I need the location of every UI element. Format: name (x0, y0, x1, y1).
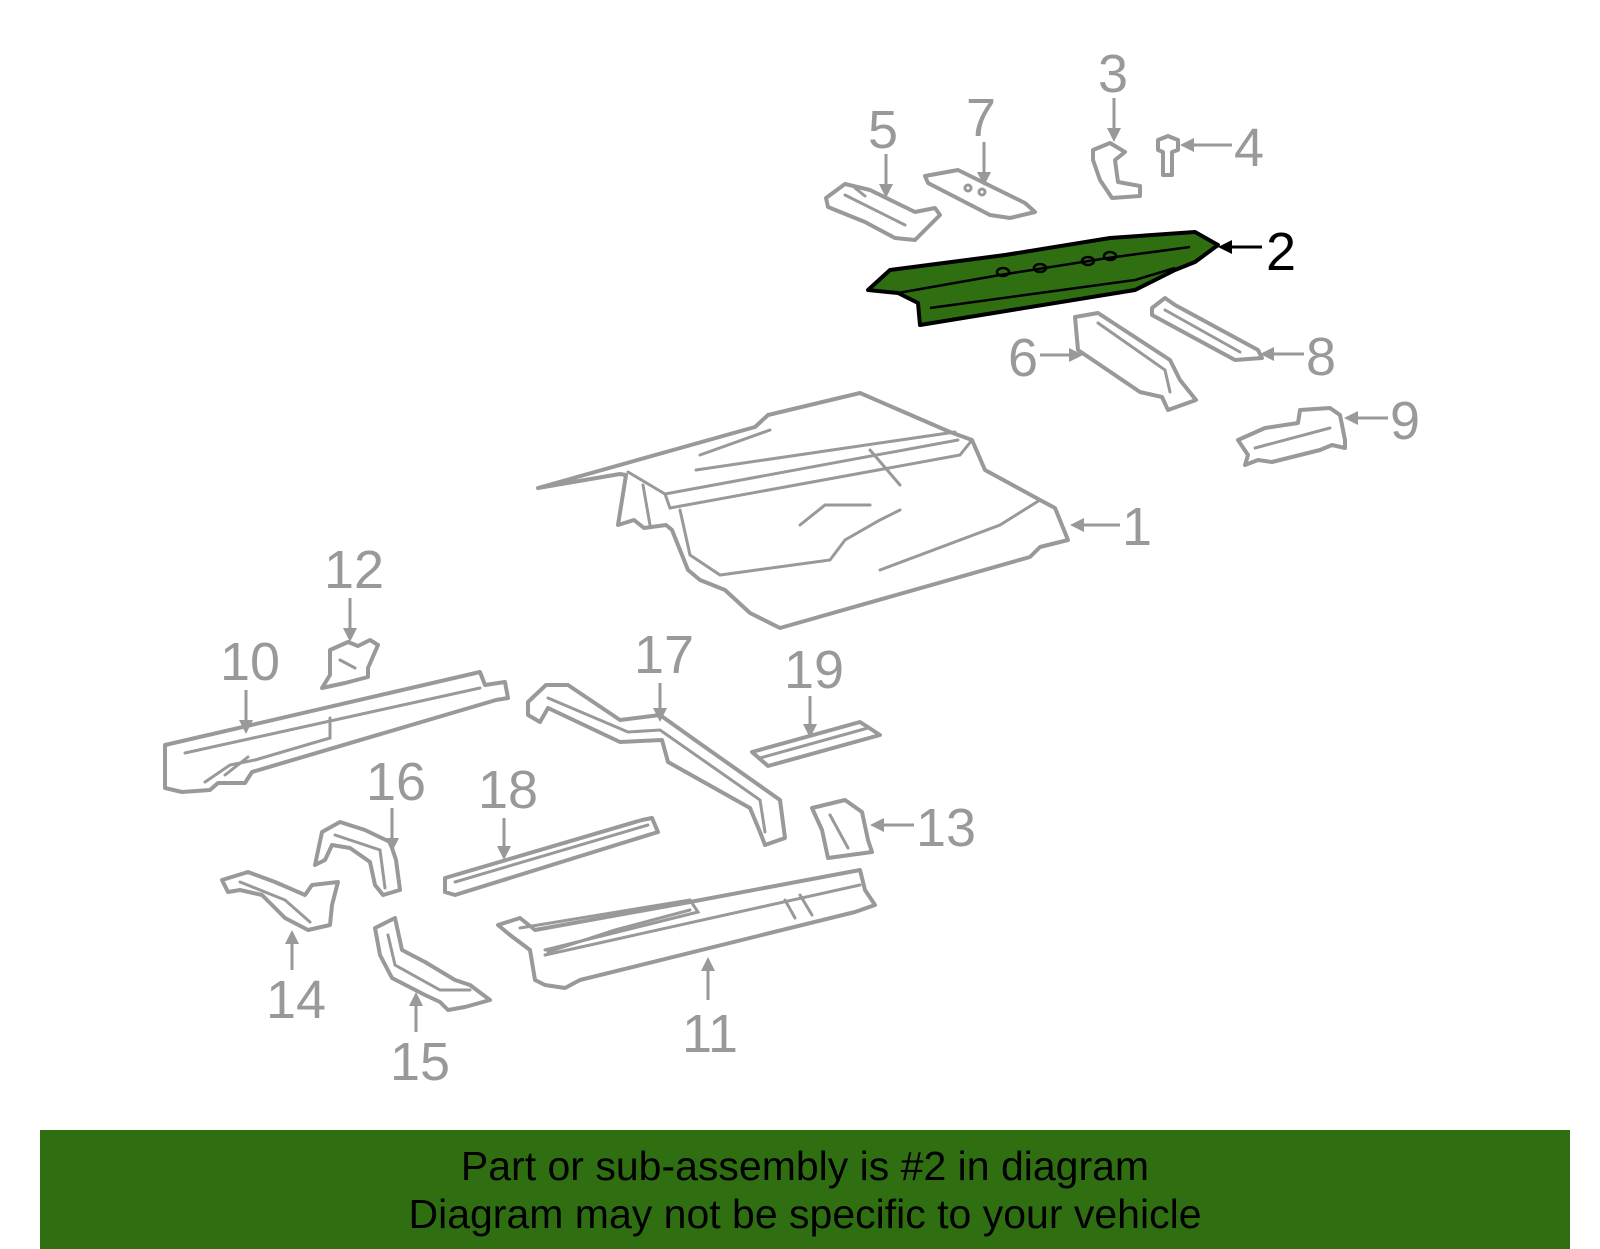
banner-line-2: Diagram may not be specific to your vehi… (408, 1191, 1202, 1237)
part-13-bracket[interactable] (810, 798, 874, 860)
callout-4: 4 (1180, 118, 1264, 178)
callout-7-label: 7 (966, 88, 996, 148)
callout-6: 6 (1008, 328, 1083, 388)
part-8-strip[interactable] (1150, 296, 1264, 362)
callout-12: 12 (324, 540, 384, 642)
callout-1: 1 (1070, 497, 1152, 557)
part-1-floor-pan[interactable] (536, 391, 1070, 630)
callout-18: 18 (478, 760, 538, 860)
part-6-reinforcement[interactable] (1073, 311, 1198, 412)
part-17-crossmember[interactable] (526, 683, 787, 847)
callout-15-label: 15 (390, 1032, 450, 1092)
part-11-side-rail[interactable] (496, 868, 877, 990)
callout-19-label: 19 (784, 640, 844, 700)
callout-1-label: 1 (1122, 497, 1152, 557)
part-16-arch-bracket[interactable] (313, 820, 402, 897)
callout-19: 19 (784, 640, 844, 738)
callout-3: 3 (1098, 44, 1128, 142)
callout-7: 7 (966, 88, 996, 186)
callout-9-label: 9 (1390, 391, 1420, 451)
callout-2-label: 2 (1266, 222, 1296, 282)
callout-14: 14 (266, 930, 326, 1030)
callout-4-label: 4 (1234, 118, 1264, 178)
part-19-strip[interactable] (750, 720, 882, 768)
info-banner: Part or sub-assembly is #2 in diagram Di… (40, 1130, 1570, 1249)
callout-10: 10 (220, 632, 280, 734)
part-14-bracket[interactable] (220, 870, 340, 932)
callout-15: 15 (390, 992, 450, 1092)
part-9-bracket[interactable] (1236, 406, 1347, 467)
callout-14-label: 14 (266, 970, 326, 1030)
part-10-side-rail[interactable] (163, 670, 510, 794)
part-2-crossmember[interactable] (866, 230, 1220, 327)
callout-8-label: 8 (1306, 327, 1336, 387)
part-7-plate[interactable] (923, 168, 1037, 220)
part-18-long-strip[interactable] (443, 816, 660, 897)
part-3-bracket[interactable] (1091, 141, 1142, 200)
callout-16-label: 16 (366, 752, 426, 812)
callout-5: 5 (868, 100, 898, 198)
part-12-bracket[interactable] (320, 638, 380, 690)
callout-18-label: 18 (478, 760, 538, 820)
part-5-bracket[interactable] (824, 182, 942, 242)
callout-3-label: 3 (1098, 44, 1128, 104)
callout-10-label: 10 (220, 632, 280, 692)
callout-12-label: 12 (324, 540, 384, 600)
callout-11-label: 11 (682, 1004, 738, 1064)
callout-8: 8 (1260, 327, 1336, 387)
callout-5-label: 5 (868, 100, 898, 160)
callout-2: 2 (1218, 222, 1296, 282)
callout-6-label: 6 (1008, 328, 1038, 388)
part-15-bracket[interactable] (373, 916, 492, 1012)
callout-17-label: 17 (634, 625, 694, 685)
callout-13: 13 (870, 798, 976, 858)
callout-17: 17 (634, 625, 694, 722)
part-4-bolt[interactable] (1156, 134, 1180, 177)
callout-13-label: 13 (916, 798, 976, 858)
banner-line-1: Part or sub-assembly is #2 in diagram (460, 1143, 1150, 1189)
parts-diagram: 1 2 3 4 5 (163, 44, 1420, 1092)
callout-11: 11 (682, 957, 738, 1064)
callout-9: 9 (1344, 391, 1420, 451)
callout-16: 16 (366, 752, 426, 852)
